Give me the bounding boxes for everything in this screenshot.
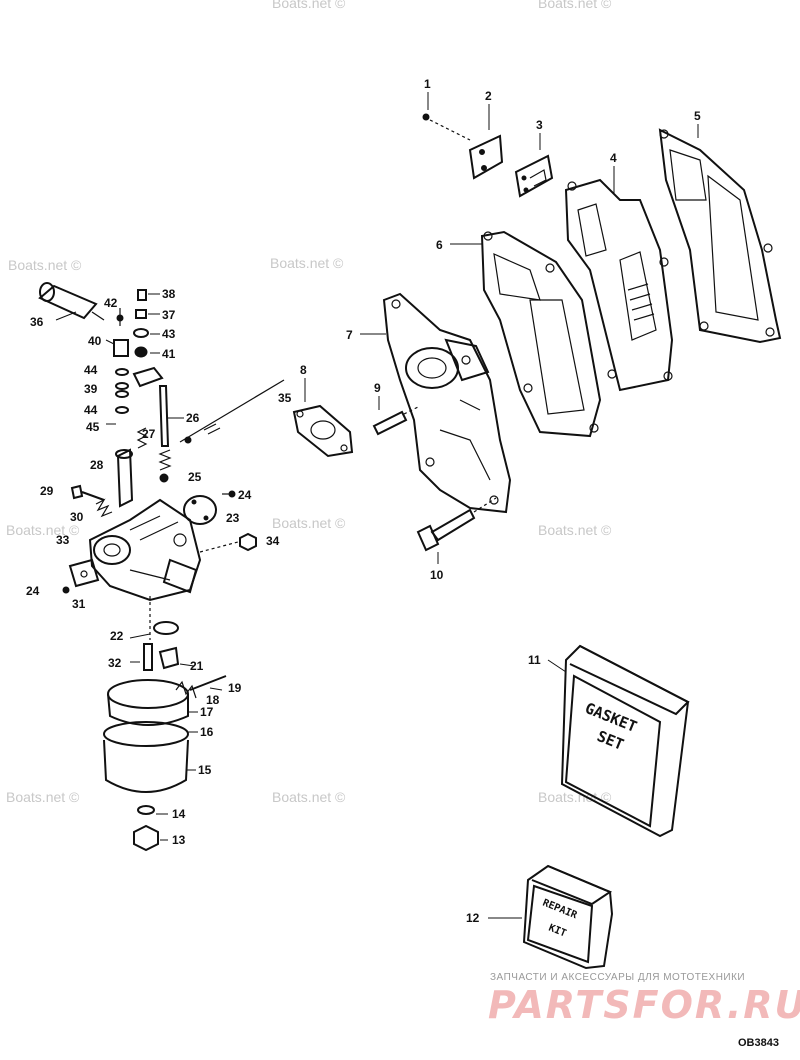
footer-brand-logo: PARTSFOR.RU: [488, 983, 800, 1027]
callout-25: 25: [188, 470, 202, 484]
callout-44: 44: [84, 363, 98, 377]
callout-42: 42: [104, 296, 118, 310]
callout-23: 23: [226, 511, 240, 525]
part-6-gasket: [450, 230, 602, 438]
part-25-spring: [158, 449, 172, 483]
part-5-gasket: [658, 124, 782, 344]
callout-4: 4: [610, 151, 617, 165]
repair-kit-line2: KIT: [547, 923, 568, 940]
watermark: Boats.net ©: [538, 522, 612, 538]
callout-16: 16: [200, 725, 214, 739]
callout-2: 2: [485, 89, 492, 103]
watermarks: Boats.net © Boats.net © Boats.net © Boat…: [6, 0, 612, 805]
watermark: Boats.net ©: [6, 522, 80, 538]
carburetor-body: [88, 498, 202, 602]
callout-10: 10: [430, 568, 444, 582]
part-28-shaft: [115, 448, 134, 508]
part-36-primer: [38, 282, 105, 321]
callout-44: 44: [84, 403, 98, 417]
callout-33: 33: [56, 533, 70, 547]
callout-9: 9: [374, 381, 381, 395]
part-2-reed-stop: [468, 104, 504, 180]
callout-5: 5: [694, 109, 701, 123]
part-4-reed-plate: [564, 166, 674, 392]
watermark: Boats.net ©: [272, 0, 346, 11]
part-26-throttle-lever: [132, 366, 184, 447]
part-23-cover: [183, 495, 217, 525]
callout-17: 17: [200, 705, 214, 719]
gasket-set-box: GASKET SET: [547, 644, 690, 838]
part-7-intake-manifold: [360, 292, 512, 514]
repair-kit-box: REPAIR KIT: [488, 864, 614, 970]
callout-18: 18: [206, 693, 220, 707]
watermark: Boats.net ©: [272, 515, 346, 531]
carburetor-assembly: [38, 282, 285, 852]
callout-39: 39: [84, 382, 98, 396]
part-8-gasket: [292, 378, 354, 458]
callout-45: 45: [86, 420, 100, 434]
watermark: Boats.net ©: [270, 255, 344, 271]
callout-13: 13: [172, 833, 186, 847]
callout-19: 19: [228, 681, 242, 695]
callout-21: 21: [190, 659, 204, 673]
part-9-stud: [372, 396, 421, 436]
watermark: Boats.net ©: [6, 789, 80, 805]
parts-15-16-17-float-bowl: [103, 679, 198, 852]
callout-43: 43: [162, 327, 176, 341]
callout-35: 35: [278, 391, 292, 405]
callout-7: 7: [346, 328, 353, 342]
callout-38: 38: [162, 287, 176, 301]
callout-6: 6: [436, 238, 443, 252]
part-3-reed: [514, 133, 554, 198]
callout-24: 24: [238, 488, 252, 502]
callout-11: 11: [528, 653, 541, 667]
callout-14: 14: [172, 807, 186, 821]
callout-36: 36: [30, 315, 44, 329]
part-27-spring: [136, 427, 148, 449]
callout-27: 27: [142, 427, 156, 441]
callout-41: 41: [162, 347, 176, 361]
callout-8: 8: [300, 363, 307, 377]
part-24-screw: [62, 586, 70, 594]
callout-30: 30: [70, 510, 84, 524]
part-35-link-rod: [179, 379, 285, 444]
callout-24: 24: [26, 584, 40, 598]
callout-40: 40: [88, 334, 102, 348]
callout-1: 1: [424, 77, 431, 91]
callout-29: 29: [40, 484, 54, 498]
small-fittings: [105, 289, 160, 425]
watermark: Boats.net ©: [8, 257, 82, 273]
parts-21-22-32: [129, 596, 195, 671]
callout-31: 31: [72, 597, 86, 611]
callout-28: 28: [90, 458, 104, 472]
part-34-nut: [199, 532, 257, 553]
repair-kit-line1: REPAIR: [541, 898, 580, 922]
callout-34: 34: [266, 534, 280, 548]
reed-block-assembly: [292, 92, 782, 564]
callout-labels: 1 2 3 4 5 6 7 8 9 10 11 12 13 14 15 16 1…: [26, 77, 701, 925]
part-29-30-screw: [70, 484, 113, 518]
callout-22: 22: [110, 629, 124, 643]
diagram-code: OB3843: [738, 1037, 779, 1049]
callout-12: 12: [466, 911, 480, 925]
callout-15: 15: [198, 763, 212, 777]
part-1-screw: [422, 92, 471, 141]
callout-3: 3: [536, 118, 543, 132]
callout-37: 37: [162, 308, 176, 322]
footer-tagline: ЗАПЧАСТИ И АКСЕССУАРЫ ДЛЯ МОТОТЕХНИКИ: [490, 972, 745, 983]
footer-branding: ЗАПЧАСТИ И АКСЕССУАРЫ ДЛЯ МОТОТЕХНИКИ PA…: [488, 972, 800, 1049]
watermark: Boats.net ©: [538, 0, 612, 11]
part-10-bolt: [416, 497, 497, 564]
callout-32: 32: [108, 656, 122, 670]
watermark: Boats.net ©: [272, 789, 346, 805]
part-31-plate: [68, 558, 100, 588]
callout-26: 26: [186, 411, 200, 425]
